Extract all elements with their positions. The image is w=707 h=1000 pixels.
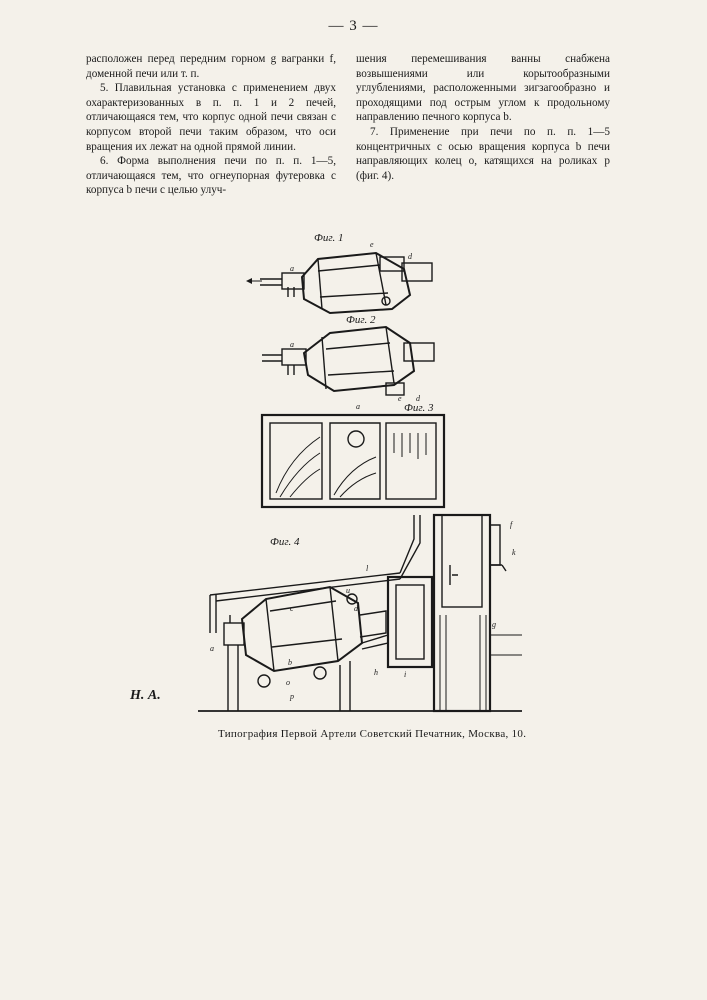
label-f-4: f — [510, 520, 514, 529]
claim-7: 7. Применение при печи по п. п. 1—5 конц… — [356, 125, 610, 183]
label-e-2: e — [398, 394, 402, 403]
right-text-column: шения перемешивания ванны снабжена возвы… — [356, 52, 610, 183]
fig2-label: Фиг. 2 — [346, 314, 376, 326]
signature-initials: Н. А. — [130, 688, 161, 704]
label-a-3: a — [356, 402, 360, 411]
left-text-column: расположен перед передним горном g вагра… — [86, 52, 336, 198]
label-d: d — [408, 252, 413, 261]
label-u-4: u — [346, 586, 350, 595]
technical-drawings: Фиг. 1 a e d Фиг. 2 a e d Фиг. 3 — [190, 225, 535, 720]
figure-4: Фиг. 4 a b c — [198, 515, 522, 711]
label-h-4: h — [374, 668, 378, 677]
figure-1: Фиг. 1 a e d — [246, 232, 432, 313]
label-b-4: b — [288, 658, 292, 667]
label-a-2: a — [290, 340, 294, 349]
label-o-4: o — [286, 678, 290, 687]
claim-6: 6. Форма выполнения печи по п. п. 1—5, о… — [86, 154, 336, 198]
fig3-label: Фиг. 3 — [404, 402, 434, 414]
label-p-4: p — [289, 692, 294, 701]
label-a: a — [290, 264, 294, 273]
label-a-4: a — [210, 644, 214, 653]
page-number: — 3 — — [0, 18, 707, 35]
label-c-4: c — [290, 604, 294, 613]
printer-imprint: Типография Первой Артели Советский Печат… — [218, 728, 526, 740]
fig1-label: Фиг. 1 — [314, 232, 344, 244]
label-i-4: i — [404, 670, 406, 679]
label-k-4: k — [512, 548, 516, 557]
fig4-label: Фиг. 4 — [270, 536, 300, 548]
figure-2: Фиг. 2 a e d — [262, 314, 434, 403]
claim-6-continuation: шения перемешивания ванны снабжена возвы… — [356, 52, 610, 125]
label-g-4: g — [492, 620, 496, 629]
label-e: e — [370, 240, 374, 249]
claim-5: 5. Плавильная установка с применением дв… — [86, 81, 336, 154]
label-l-4: l — [366, 564, 369, 573]
figure-3: Фиг. 3 a — [262, 402, 444, 507]
paragraph-continuation: расположен перед передним горном g вагра… — [86, 52, 336, 81]
